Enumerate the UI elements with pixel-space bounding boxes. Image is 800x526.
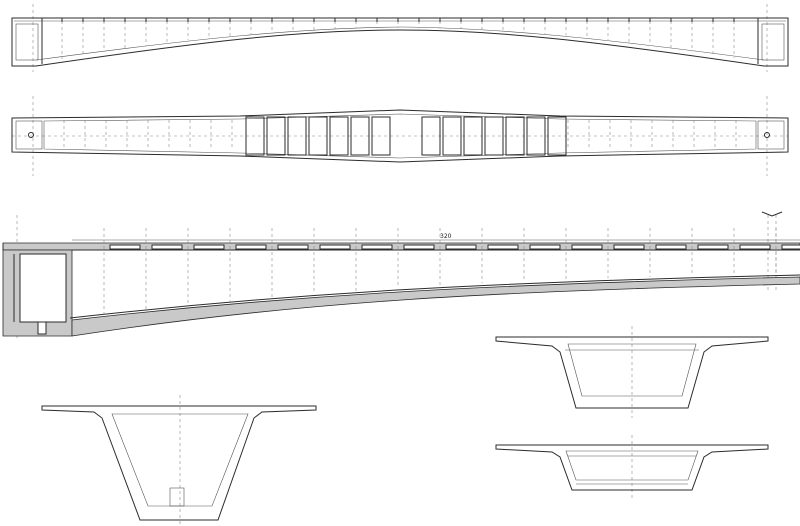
section-cut-icon: [761, 211, 783, 217]
deck-panel: [739, 244, 771, 250]
deck-panel: [151, 244, 183, 250]
dimension-label: 320: [440, 233, 452, 240]
deck-panel: [613, 244, 645, 250]
plan-cell: [505, 116, 525, 156]
cross-section-end: [41, 395, 317, 525]
girder-plan-view: [11, 96, 789, 176]
deck-panel: [697, 244, 729, 250]
plan-cell: [371, 116, 391, 156]
deck-panel: [319, 244, 351, 250]
plan-cell: [350, 116, 370, 156]
deck-panel: [403, 244, 435, 250]
plan-cell: [463, 116, 483, 156]
deck-panel: [487, 244, 519, 250]
plan-cell: [287, 116, 307, 156]
deck-panel: [529, 244, 561, 250]
deck-panel: [277, 244, 309, 250]
cross-section-mid: [495, 326, 769, 418]
deck-panel: [781, 244, 800, 250]
deck-panel: [193, 244, 225, 250]
plan-cell: [526, 116, 546, 156]
plan-cell: [421, 116, 441, 156]
plan-cell: [484, 116, 504, 156]
plan-cell: [266, 116, 286, 156]
girder-half-elevation-view: 320: [2, 211, 800, 340]
plan-cell: [329, 116, 349, 156]
deck-panel: [445, 244, 477, 250]
plan-cell: [245, 116, 265, 156]
deck-panel: [571, 244, 603, 250]
girder-elevation-view: [11, 4, 789, 72]
plan-cell: [442, 116, 462, 156]
plan-cell: [547, 116, 567, 156]
bearing-right-icon: [764, 132, 770, 138]
deck-panel: [235, 244, 267, 250]
deck-panel: [109, 244, 141, 250]
cross-section-center: [495, 435, 769, 498]
deck-panel: [361, 244, 393, 250]
bearing-left-icon: [28, 132, 34, 138]
plan-cell: [308, 116, 328, 156]
deck-panel: [655, 244, 687, 250]
